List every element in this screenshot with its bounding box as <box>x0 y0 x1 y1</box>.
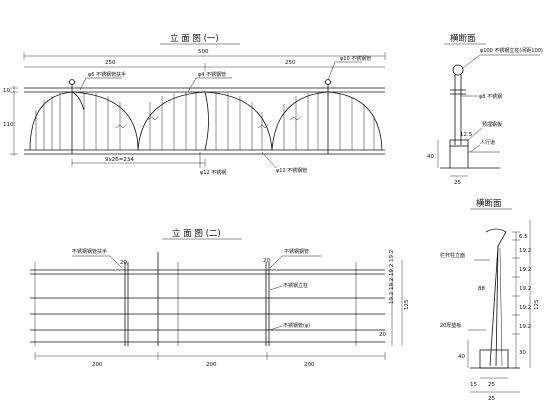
section-1: 横断面 φ100 不锈钢立柱(间距100) φ8 不锈钢 预埋钢板 人行道 40… <box>427 33 543 186</box>
label-arc-b: φ4 不锈钢管 <box>198 71 226 78</box>
s2-label-b: 20厚垫板 <box>440 322 461 329</box>
bird-ornament-icon <box>115 116 301 129</box>
dim-heights-left: 10 110 <box>3 86 18 156</box>
dim-250-right: 250 <box>285 60 296 66</box>
s2-dim-r4: 19.2 <box>519 286 531 292</box>
post-cap-icon <box>69 79 75 85</box>
label-section1-base: 人行道 <box>480 139 495 146</box>
s2-dim-bottom: 25 25 15 <box>470 377 520 402</box>
s2-dim-r3: 19.2 <box>519 267 531 273</box>
e2-label-c: 不锈钢立柱 <box>283 282 308 289</box>
dim-25: 25 <box>454 180 461 186</box>
section-1-title: 横断面 <box>450 33 476 44</box>
dim-halves: 250 250 <box>24 60 385 71</box>
dim-250-left: 250 <box>105 60 116 66</box>
s2-dim-w25: 25 <box>488 382 495 388</box>
label-section1-top: φ100 不锈钢立柱(间距100) <box>480 47 543 54</box>
s2-dim-r7: 30 <box>519 350 526 356</box>
s2-dim-w15: 15 <box>470 382 477 388</box>
s2-dim-r1: 6.5 <box>519 234 528 240</box>
section-2: 横断面 栏杆柱立面 20厚垫板 40 88 6.5 <box>440 198 540 402</box>
s2-dim-40: 40 <box>458 354 465 360</box>
s2-label-a: 栏杆柱立面 <box>440 252 465 259</box>
post-right <box>325 79 331 154</box>
e2-dim-200c: 200 <box>304 362 315 368</box>
post-cap-icon <box>325 79 331 85</box>
dim-12-5: 12.5 <box>460 132 473 138</box>
elevation-1-title: 立 面 图 (一) <box>170 33 219 44</box>
dim-spacing-label: 9x26=234 <box>105 157 134 163</box>
label-arc-a: φ6 不锈钢管扶手 <box>88 71 126 78</box>
elevation-2: 立 面 图 (二) 不锈钢钢管扶手 不锈钢钢管 不锈钢立柱 不锈 <box>30 228 410 368</box>
e2-dim-stack: 19.2 19.2 19.2 19.2 <box>389 250 395 304</box>
e2-dim-bottom: 200 200 200 <box>34 352 386 368</box>
e2-posts <box>124 252 270 346</box>
base-plate <box>449 139 469 147</box>
e2-label-a: 不锈钢钢管扶手 <box>72 248 107 255</box>
s2-dim-88: 88 <box>478 286 485 292</box>
label-section1-plate: 预埋钢板 <box>482 121 502 128</box>
e2-dim-125: 125 <box>404 299 410 310</box>
e2-dim-20c: 20 <box>379 332 386 338</box>
e2-dim-200b: 200 <box>206 362 217 368</box>
dim-spacing: 9x26=234 <box>71 157 206 167</box>
elevation-2-title: 立 面 图 (二) <box>172 228 221 239</box>
post-top-icon <box>452 64 464 76</box>
s2-dim-right: 6.5 19.2 19.2 19.2 19.2 19.2 30 125 <box>512 220 540 369</box>
e2-dim-20b: 20 <box>263 258 270 264</box>
dim-40: 40 <box>427 154 434 160</box>
label-bottom-b: φ12 不锈钢管 <box>276 167 307 174</box>
section-2-title: 横断面 <box>476 198 502 209</box>
dim-10-label: 10 <box>3 88 10 94</box>
s2-dim-r5: 19.2 <box>519 305 531 311</box>
curved-post <box>485 228 507 367</box>
arches <box>29 91 383 151</box>
s2-dim-r6: 19.2 <box>519 324 531 330</box>
label-section1-mid: φ8 不锈钢 <box>479 93 502 100</box>
section-2-base <box>479 349 509 369</box>
elevation-1: 立 面 图 (一) 500 250 250 <box>3 33 386 176</box>
callouts-elevation-1: φ10 不锈钢管 φ6 不锈钢管扶手 φ4 不锈钢管 φ12 不锈钢 φ12 不… <box>79 55 371 176</box>
label-bottom-a: φ12 不锈钢 <box>200 169 226 176</box>
s2-dim-total: 125 <box>534 299 540 310</box>
balusters <box>35 92 375 150</box>
e2-label-b: 不锈钢钢管 <box>284 248 309 255</box>
e2-dim-20a: 20 <box>120 260 127 266</box>
label-post-top: φ10 不锈钢管 <box>340 55 371 62</box>
dim-110-label: 110 <box>3 122 14 128</box>
post-left <box>69 79 75 154</box>
dim-500-label: 500 <box>198 49 209 55</box>
e2-label-d: 不锈钢管(φ) <box>283 322 310 329</box>
e2-dim-right: 20 19.2 19.2 19.2 19.2 125 <box>379 250 410 346</box>
s2-dim-r2: 19.2 <box>519 248 531 254</box>
dim-total-500: 500 <box>23 49 386 60</box>
s2-dim-w25b: 25 <box>488 396 495 402</box>
e2-dim-200a: 200 <box>92 362 103 368</box>
